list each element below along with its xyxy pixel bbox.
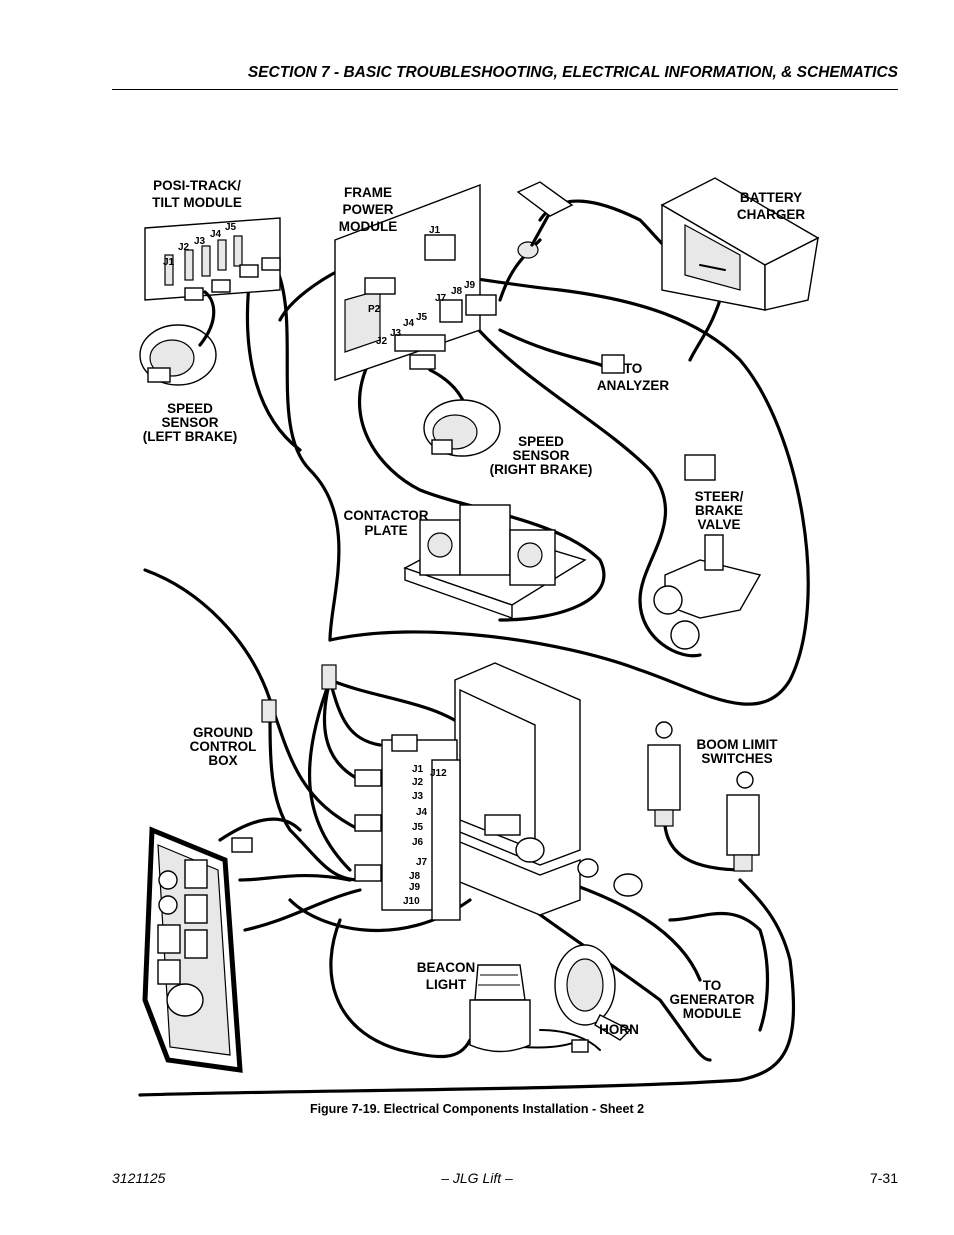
posi-track-tilt-module — [144, 217, 281, 301]
label-ground-1: GROUND — [193, 725, 253, 740]
label-battery-1: BATTERY — [740, 190, 802, 205]
frame-p2-label: P2 — [368, 304, 381, 315]
label-generator-3: MODULE — [683, 1006, 742, 1021]
label-analyzer-2: ANALYZER — [597, 378, 670, 393]
label-ground-3: BOX — [208, 753, 237, 768]
header-rule — [112, 89, 898, 90]
frame-j3-label: J3 — [390, 328, 402, 339]
ground-j3-label: J3 — [412, 791, 424, 802]
label-speed-left-1: SPEED — [167, 401, 213, 416]
label-frame-power-3: MODULE — [339, 219, 398, 234]
analyzer-connector — [601, 354, 625, 374]
boom-limit-switches — [647, 721, 760, 872]
frame-power-module — [334, 183, 497, 381]
ground-j2-label: J2 — [412, 777, 424, 788]
ground-j6-label: J6 — [412, 837, 424, 848]
label-battery-2: CHARGER — [737, 207, 806, 222]
frame-connector-labels: J1 P2 J2 J3 J4 J5 J7 J8 J9 — [368, 225, 476, 347]
label-frame-power-2: POWER — [342, 202, 393, 217]
label-contactor-2: PLATE — [364, 523, 407, 538]
footer-doc-number: 3121125 — [112, 1170, 166, 1186]
frame-j8-label: J8 — [451, 286, 463, 297]
label-analyzer-1: TO — [624, 361, 643, 376]
section-header: SECTION 7 - BASIC TROUBLESHOOTING, ELECT… — [247, 64, 898, 81]
frame-j5-label: J5 — [416, 312, 428, 323]
label-contactor-1: CONTACTOR — [344, 508, 429, 523]
posi-connector-labels: J1 J2 J3 J4 J5 — [163, 222, 237, 268]
steer-brake-valve — [653, 454, 762, 650]
ground-j12-label: J12 — [430, 768, 447, 779]
frame-j9-label: J9 — [464, 280, 476, 291]
label-speed-right-2: SENSOR — [512, 448, 569, 463]
posi-j2-label: J2 — [178, 242, 190, 253]
speed-sensor-left-brake — [139, 290, 217, 386]
posi-j4-label: J4 — [210, 229, 222, 240]
ground-j8-label: J8 — [409, 871, 421, 882]
label-beacon-1: BEACON — [417, 960, 476, 975]
speed-sensor-right-brake — [423, 399, 501, 457]
contactor-plate — [403, 504, 587, 619]
label-horn: HORN — [599, 1022, 639, 1037]
frame-j7-label: J7 — [435, 293, 447, 304]
frame-j1-label: J1 — [429, 225, 441, 236]
label-speed-left-2: SENSOR — [161, 415, 218, 430]
horn — [554, 944, 632, 1053]
label-posi-track-2: TILT MODULE — [152, 195, 242, 210]
beacon-light — [469, 964, 531, 1053]
label-steer-1: STEER/ — [695, 489, 744, 504]
figure-caption: Figure 7-19. Electrical Components Insta… — [309, 1102, 645, 1116]
label-speed-left-3: (LEFT BRAKE) — [143, 429, 238, 444]
callout-labels: POSI-TRACK/ TILT MODULE FRAME POWER MODU… — [143, 178, 806, 1037]
ground-control-panel — [142, 826, 253, 1073]
frame-j4-label: J4 — [403, 318, 415, 329]
cable-clamps — [261, 664, 337, 723]
posi-j1-label: J1 — [163, 257, 175, 268]
footer-publisher: – JLG Lift – — [441, 1170, 513, 1186]
posi-j3-label: J3 — [194, 236, 206, 247]
ground-j9-label: J9 — [409, 882, 421, 893]
ground-j10-label: J10 — [403, 896, 420, 907]
label-ground-2: CONTROL — [190, 739, 257, 754]
ground-j1-label: J1 — [412, 764, 424, 775]
ground-connector-labels: J1 J12 J2 J3 J4 J5 J6 J7 J8 J9 J10 — [403, 764, 447, 907]
ground-control-enclosure — [354, 662, 643, 921]
label-boom-2: SWITCHES — [701, 751, 772, 766]
label-steer-3: VALVE — [697, 517, 740, 532]
label-speed-right-1: SPEED — [518, 434, 564, 449]
label-generator-2: GENERATOR — [669, 992, 754, 1007]
label-boom-1: BOOM LIMIT — [697, 737, 779, 752]
label-posi-track-1: POSI-TRACK/ — [153, 178, 241, 193]
label-beacon-2: LIGHT — [426, 977, 467, 992]
label-speed-right-3: (RIGHT BRAKE) — [490, 462, 593, 477]
ground-j5-label: J5 — [412, 822, 424, 833]
battery-charger — [660, 177, 820, 311]
footer-page-number: 7-31 — [869, 1170, 898, 1186]
posi-j5-label: J5 — [225, 222, 237, 233]
ground-j4-label: J4 — [416, 807, 428, 818]
label-generator-1: TO — [703, 978, 722, 993]
ground-j7-label: J7 — [416, 857, 428, 868]
label-steer-2: BRAKE — [695, 503, 743, 518]
battery-charger-plug — [516, 181, 574, 259]
frame-j2-label: J2 — [376, 336, 388, 347]
label-frame-power-1: FRAME — [344, 185, 392, 200]
